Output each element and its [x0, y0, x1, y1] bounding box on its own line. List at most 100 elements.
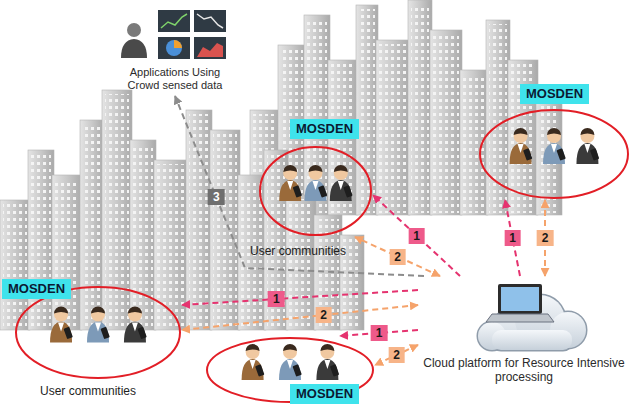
step-number: 3 — [208, 189, 225, 205]
person-shirt — [584, 144, 590, 153]
person-body — [50, 322, 72, 343]
chart-frame — [158, 10, 190, 32]
cloud-platform: Cloud platform for Resource Intensive pr… — [418, 276, 630, 388]
person-hair — [547, 128, 561, 135]
step-number: 1 — [408, 228, 425, 244]
person-hair — [283, 344, 297, 351]
laptop-icon — [486, 284, 554, 322]
building — [430, 30, 462, 215]
dashed-arrow — [355, 237, 440, 276]
building — [80, 120, 104, 330]
building — [28, 150, 54, 330]
person-body — [124, 322, 146, 343]
building-windows — [433, 34, 459, 213]
building-windows — [379, 44, 407, 213]
person-hair — [91, 307, 105, 314]
smartphone — [330, 364, 339, 376]
building — [408, 0, 432, 215]
step-number: 2 — [315, 307, 332, 323]
node-graphic — [14, 285, 182, 380]
person-head — [309, 166, 323, 180]
pie-chart — [166, 40, 182, 56]
person-shirt — [338, 181, 344, 190]
node-caption: Applications Using Crowd sensed data — [118, 66, 232, 92]
chart-frame — [158, 37, 190, 59]
user-community: MOSDEN — [258, 145, 373, 237]
person-hair — [514, 128, 528, 135]
person-hair — [128, 307, 142, 314]
person-shirt — [287, 360, 293, 369]
person-body — [576, 143, 598, 164]
building-windows — [289, 199, 313, 328]
dashed-arrow — [373, 195, 460, 276]
step-number: 2 — [388, 347, 405, 363]
person-head — [580, 129, 594, 143]
community-label: MOSDEN — [290, 384, 359, 404]
person-head — [91, 308, 105, 322]
building-windows — [213, 134, 237, 328]
smartphone — [343, 185, 352, 197]
building-windows — [83, 124, 101, 328]
group-label: User communities — [250, 244, 346, 258]
person-hair — [309, 165, 323, 172]
community-label: MOSDEN — [290, 119, 359, 139]
person-shirt — [95, 323, 101, 332]
person-body — [305, 180, 327, 201]
user-body — [121, 39, 147, 58]
chart-frame — [194, 37, 226, 59]
person-body — [330, 180, 352, 201]
chart-icon — [158, 10, 190, 32]
node-graphic — [478, 108, 630, 200]
cloud-fill — [492, 330, 572, 350]
person-body — [510, 143, 532, 164]
chart-line — [161, 14, 187, 28]
building — [210, 130, 240, 330]
building-windows — [267, 154, 285, 328]
user-head — [127, 23, 141, 37]
community-outline — [480, 110, 628, 198]
building-windows — [359, 9, 375, 213]
smartphone — [137, 327, 146, 339]
user-community: MOSDEN — [205, 336, 375, 404]
person-head — [54, 308, 68, 322]
person-body — [543, 143, 565, 164]
step-number: 2 — [389, 249, 406, 265]
building-windows — [55, 179, 79, 328]
user-community: MOSDEN — [14, 285, 182, 380]
person-body — [87, 322, 109, 343]
person-head — [283, 345, 297, 359]
community-label: MOSDEN — [2, 279, 71, 299]
chart-frame — [194, 10, 226, 32]
building-windows — [489, 24, 507, 213]
node-caption: Cloud platform for Resource Intensive pr… — [418, 356, 630, 384]
smartphone — [590, 148, 599, 160]
building — [186, 110, 212, 330]
laptop-base — [486, 314, 554, 322]
chart-icon — [158, 37, 190, 59]
building — [460, 70, 488, 215]
smartphone — [255, 364, 264, 376]
building-windows — [411, 4, 429, 213]
community-label: MOSDEN — [520, 84, 589, 104]
person-hair — [334, 165, 348, 172]
building — [52, 175, 82, 330]
person-shirt — [551, 144, 557, 153]
person-head — [334, 166, 348, 180]
person-shirt — [287, 181, 293, 190]
building — [376, 40, 410, 215]
building — [286, 195, 316, 330]
smartphone — [293, 185, 302, 197]
building — [264, 150, 288, 330]
building — [130, 140, 156, 330]
node-graphic — [258, 145, 373, 237]
building — [304, 15, 330, 215]
user-community: MOSDEN — [478, 108, 630, 200]
smartphone — [556, 148, 565, 160]
person-hair — [246, 344, 260, 351]
building-windows — [133, 144, 153, 328]
person-hair — [580, 128, 594, 135]
person-shirt — [313, 181, 319, 190]
city-cluster — [250, 0, 562, 215]
building — [356, 5, 378, 215]
smartphone — [292, 364, 301, 376]
